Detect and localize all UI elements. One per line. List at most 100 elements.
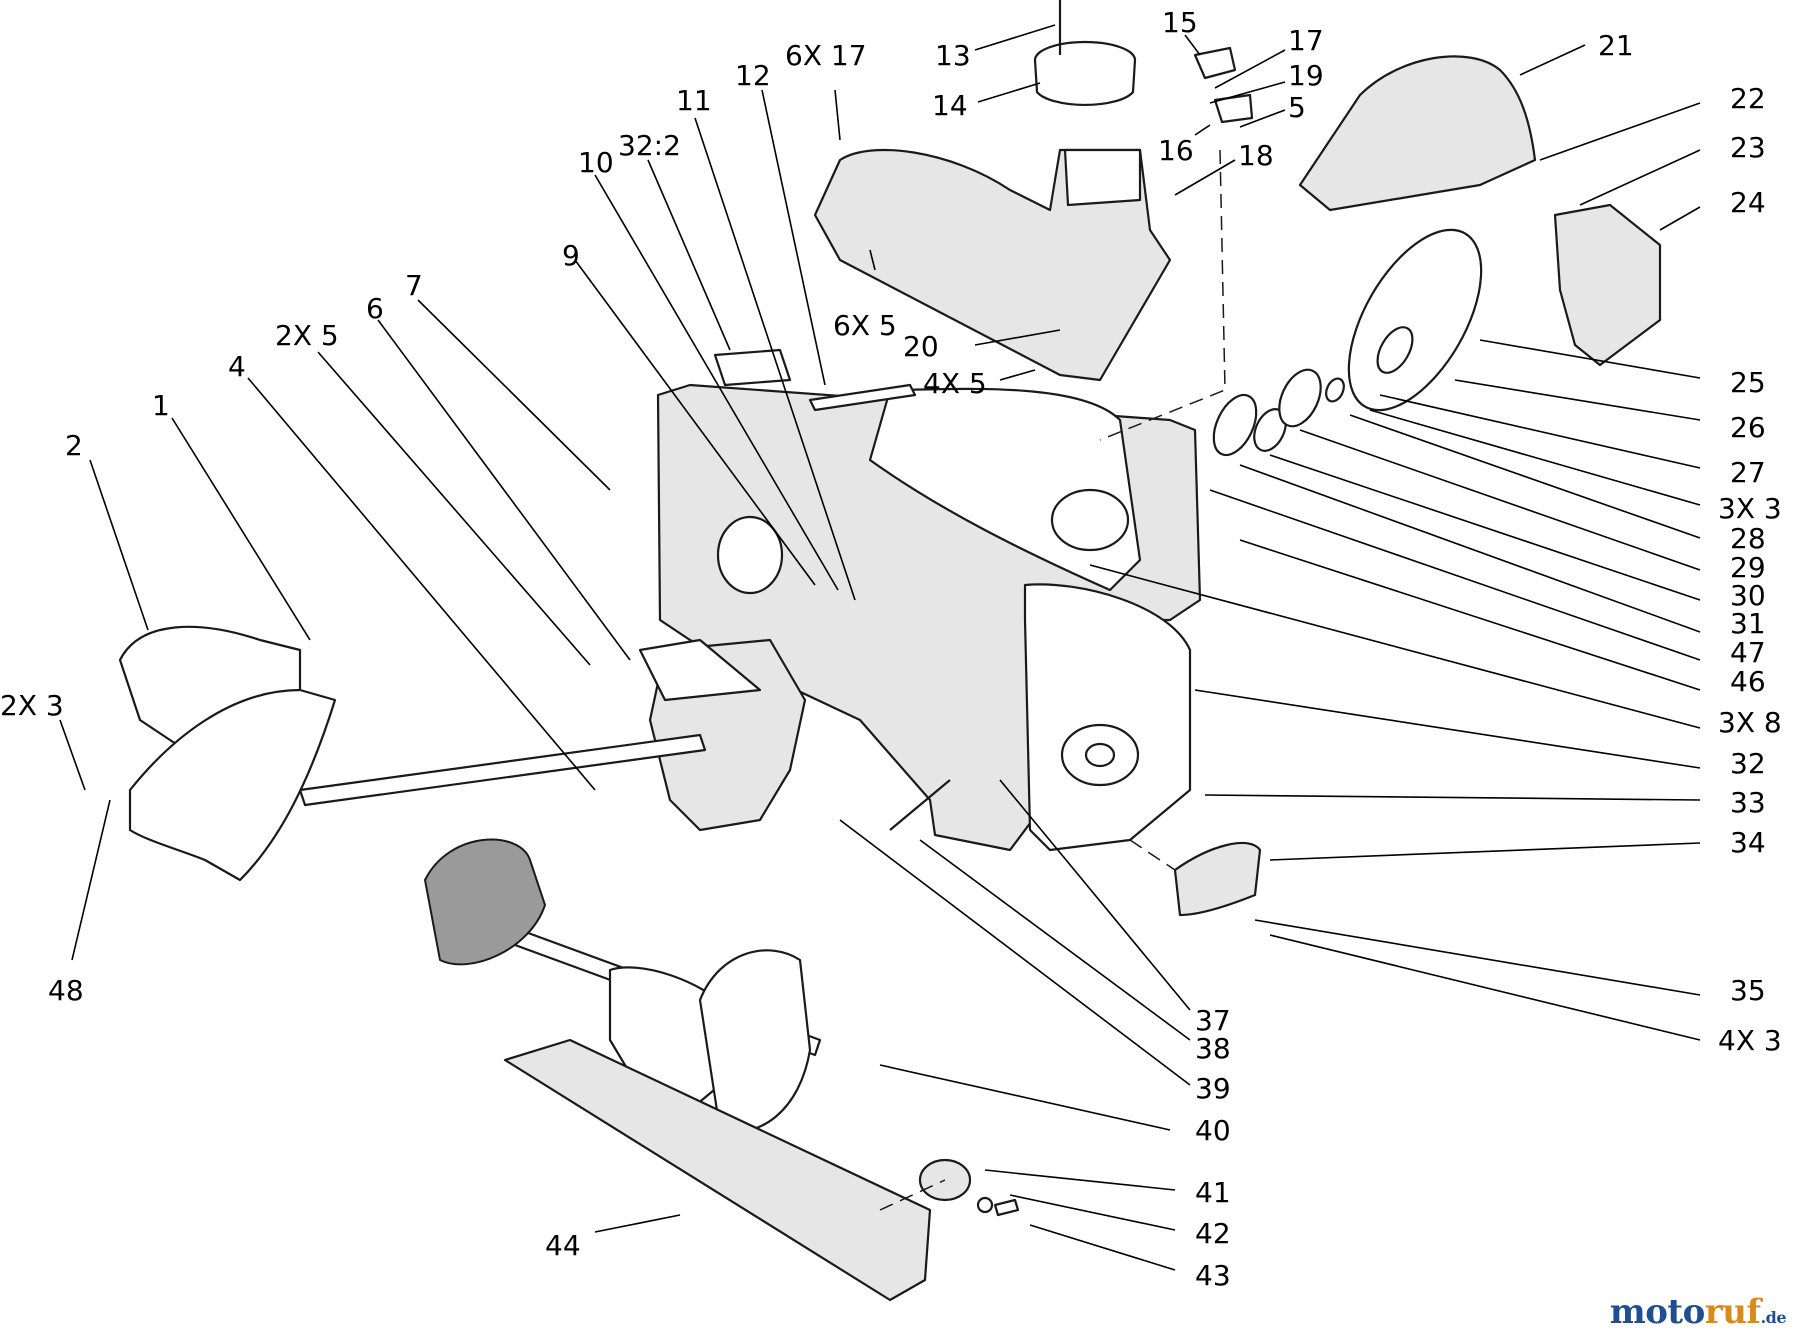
callout-23: 23 — [1730, 131, 1766, 164]
callout-32: 32 — [1730, 747, 1766, 780]
callout-1: 1 — [152, 389, 170, 422]
callout-29: 29 — [1730, 551, 1766, 584]
watermark-logo: motoruf.de — [1610, 1292, 1787, 1332]
callout-40: 40 — [1195, 1114, 1231, 1147]
leader-38 — [919, 839, 1191, 1041]
leader-34 — [1269, 842, 1701, 861]
leader-21 — [1519, 44, 1586, 76]
callout-4x3: 4X 3 — [1718, 1024, 1782, 1057]
leader-32 — [1194, 689, 1701, 769]
leader-24 — [1659, 206, 1701, 231]
auger-shaft-rear — [298, 733, 707, 807]
leader-41 — [984, 1169, 1176, 1191]
callout-41: 41 — [1195, 1176, 1231, 1209]
callout-12: 12 — [735, 59, 771, 92]
pulley-hub — [1376, 326, 1414, 374]
callout-30: 30 — [1730, 579, 1766, 612]
discharge-chute — [813, 148, 1172, 382]
callout-15: 15 — [1162, 6, 1198, 39]
impeller-bearing — [1050, 488, 1130, 552]
leader-10 — [594, 174, 839, 591]
leader-6x17 — [834, 89, 841, 141]
callout-38: 38 — [1195, 1032, 1231, 1065]
leader-4x3 — [1269, 934, 1701, 1041]
callout-46: 46 — [1730, 665, 1766, 698]
leader-5 — [1239, 109, 1286, 128]
leader-2x3 — [59, 719, 86, 791]
leader-14 — [977, 82, 1041, 103]
callout-47: 47 — [1730, 636, 1766, 669]
leader-46 — [1239, 539, 1701, 691]
callout-31: 31 — [1730, 607, 1766, 640]
callout-labels: 13 14 15 17 19 5 16 18 21 22 23 24 6X 17… — [0, 6, 1782, 1292]
callout-33: 33 — [1730, 786, 1766, 819]
leader-39 — [839, 819, 1191, 1086]
leader-1 — [171, 417, 311, 641]
chute-opening — [1063, 148, 1142, 207]
leader-32-2 — [647, 159, 731, 351]
callout-10: 10 — [578, 146, 614, 179]
assembly-line-bearing — [879, 1179, 946, 1211]
callout-13: 13 — [935, 39, 971, 72]
callout-21: 21 — [1598, 29, 1634, 62]
callout-17: 17 — [1288, 24, 1324, 57]
shave-plate — [713, 348, 792, 387]
callout-6x17: 6X 17 — [785, 39, 867, 72]
leader-31 — [1239, 464, 1701, 633]
housing-bracket — [808, 383, 917, 412]
leader-20 — [974, 329, 1061, 346]
callout-42: 42 — [1195, 1217, 1231, 1250]
deflector-bracket-lower — [1213, 93, 1254, 124]
callout-3x8: 3X 8 — [1718, 706, 1782, 739]
housing-side-bearing-hole — [1084, 742, 1116, 768]
leader-13 — [974, 24, 1056, 51]
leader-15 — [1184, 34, 1201, 56]
leader-4 — [247, 377, 596, 791]
leader-48 — [71, 799, 111, 961]
callout-5: 5 — [1288, 91, 1306, 124]
bearing-flange-outer — [1212, 393, 1258, 457]
leader-2 — [89, 459, 149, 631]
callout-6: 6 — [366, 292, 384, 325]
callout-35: 35 — [1730, 974, 1766, 1007]
callout-2: 2 — [65, 429, 83, 462]
leader-35 — [1254, 919, 1701, 996]
deflector-bracket — [1193, 46, 1237, 80]
leader-19 — [1209, 81, 1286, 104]
watermark-suffix: .de — [1760, 1308, 1787, 1327]
callout-48: 48 — [48, 974, 84, 1007]
leader-27 — [1379, 394, 1701, 469]
assembly-line-skid — [1129, 839, 1176, 871]
leader-3x3 — [1369, 409, 1701, 506]
callout-11: 11 — [676, 84, 712, 117]
leader-6 — [377, 319, 631, 661]
leader-37 — [999, 779, 1191, 1011]
callout-26: 26 — [1730, 411, 1766, 444]
housing-side-plate — [1023, 583, 1192, 852]
leader-47 — [1209, 489, 1701, 661]
callout-39: 39 — [1195, 1072, 1231, 1105]
watermark-part2: ruf — [1704, 1292, 1761, 1332]
spring — [889, 779, 951, 831]
callout-4x5: 4X 5 — [923, 367, 987, 400]
leader-17 — [1214, 49, 1286, 89]
leader-33 — [1204, 794, 1701, 801]
leader-6x5 — [869, 249, 876, 271]
leader-43 — [1029, 1224, 1176, 1271]
leader-23 — [1579, 149, 1701, 206]
callout-2x3: 2X 3 — [0, 689, 64, 722]
callout-25: 25 — [1730, 366, 1766, 399]
leader-9 — [574, 259, 816, 586]
left-auger-blade-lower — [128, 688, 337, 882]
callout-34: 34 — [1730, 826, 1766, 859]
callout-24: 24 — [1730, 186, 1766, 219]
leader-28 — [1349, 414, 1701, 539]
chute-deflector — [1298, 55, 1537, 212]
bearing-flange-inner — [1278, 368, 1322, 428]
leader-25 — [1479, 339, 1701, 379]
right-auger-blade-front — [698, 949, 812, 1133]
leader-22 — [1539, 102, 1701, 161]
leader-26 — [1454, 379, 1701, 421]
